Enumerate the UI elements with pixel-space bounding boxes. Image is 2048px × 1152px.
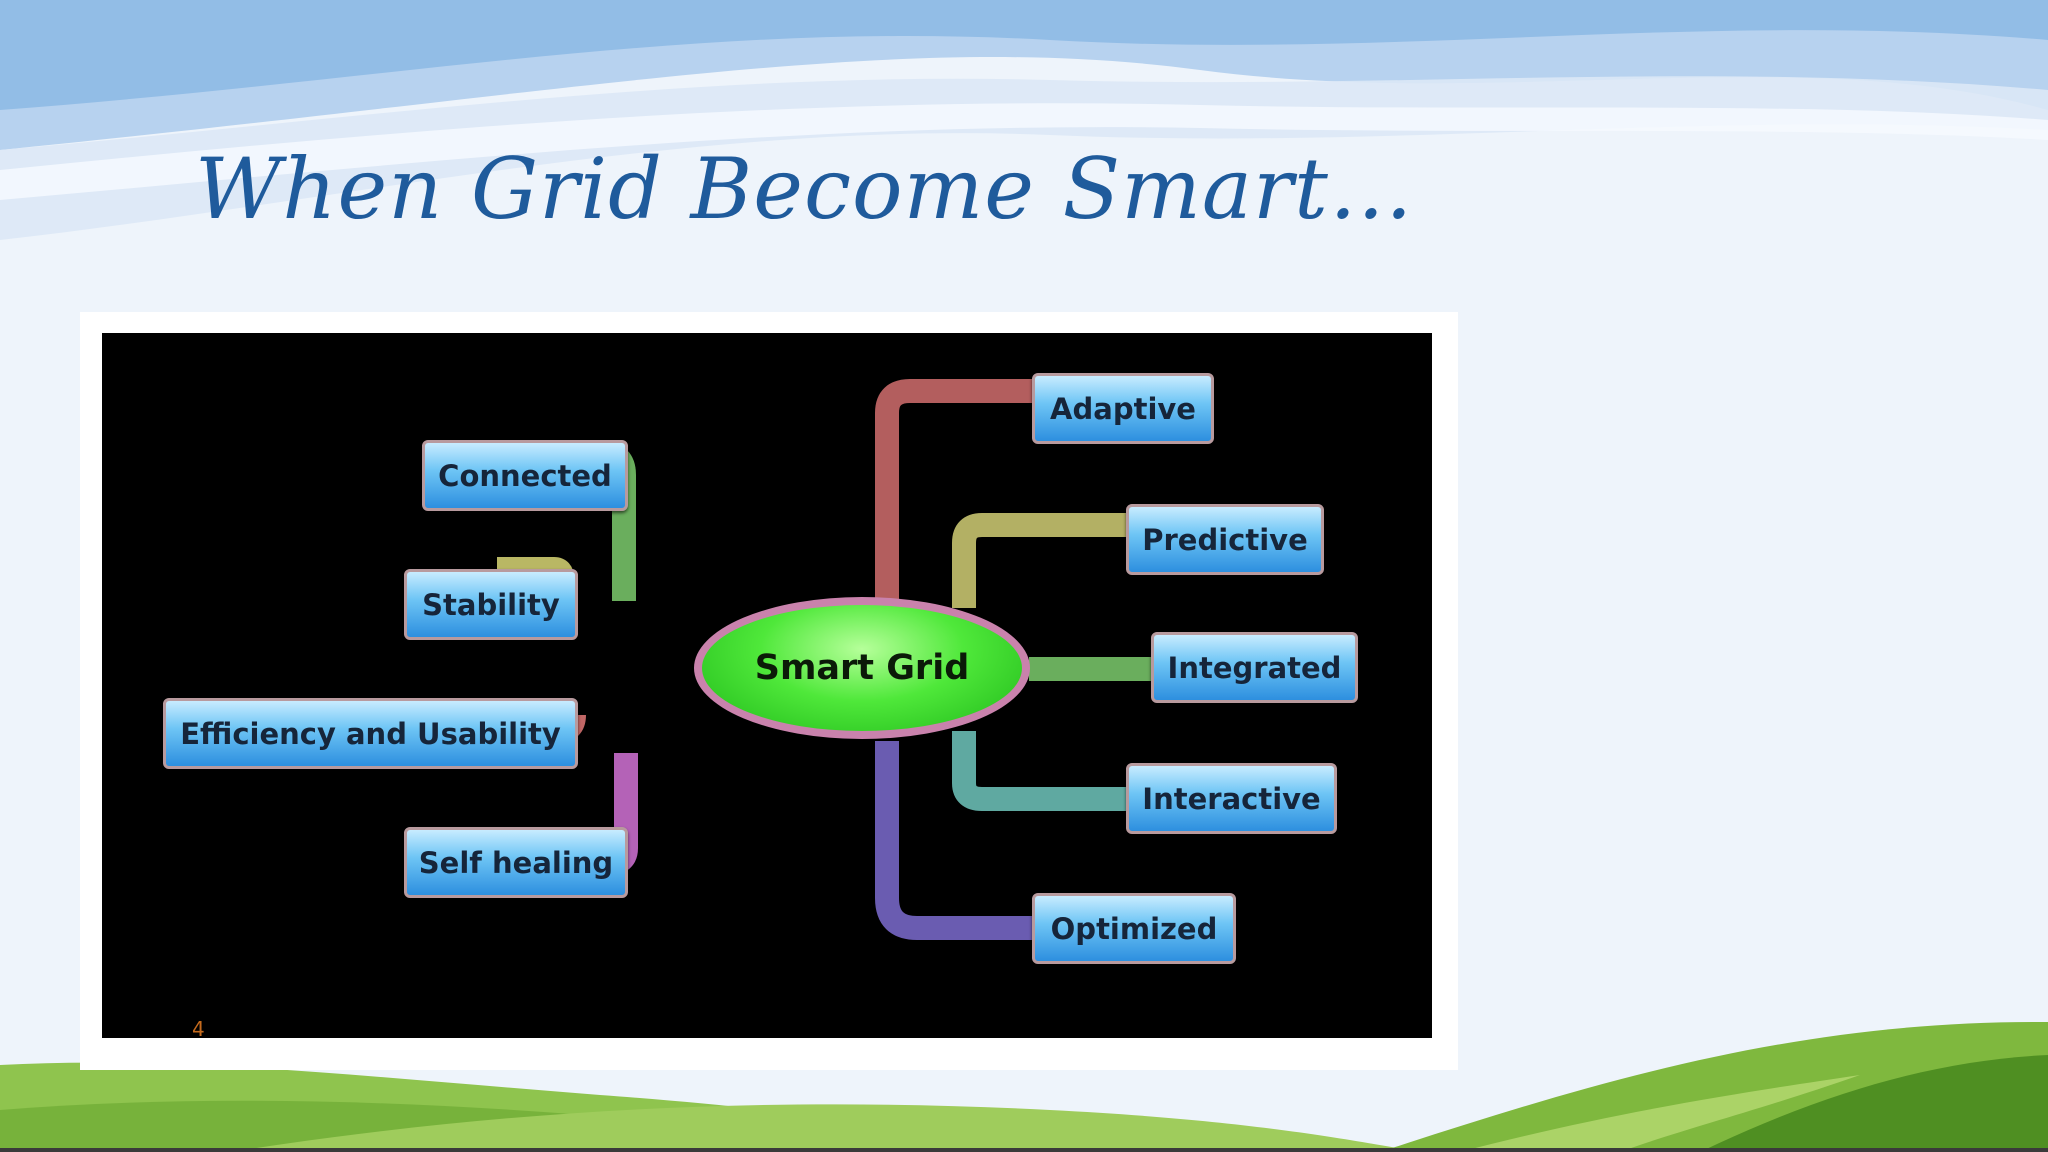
node-efficiency-and-usability: Efficiency and Usability	[163, 698, 578, 769]
grass-hill-mid	[230, 1104, 1420, 1152]
node-self-healing: Self healing	[404, 827, 628, 898]
node-optimized: Optimized	[1032, 893, 1236, 964]
node-adaptive: Adaptive	[1032, 373, 1214, 444]
page-number: 4	[192, 1017, 205, 1041]
sky-wave-highlight	[0, 103, 2048, 200]
node-interactive: Interactive	[1126, 763, 1337, 834]
node-predictive: Predictive	[1126, 504, 1324, 575]
sky-wave-mid	[0, 0, 2048, 110]
node-integrated: Integrated	[1151, 632, 1358, 703]
node-stability: Stability	[404, 569, 578, 640]
grass-hill-right-dark	[1700, 1055, 2048, 1152]
center-node: Smart Grid	[694, 597, 1030, 739]
mindmap-diagram: Smart Grid Connected Stability Efficienc…	[102, 333, 1432, 1038]
branch-optimized	[875, 741, 1062, 940]
node-connected: Connected	[422, 440, 628, 511]
slide-title: When Grid Become Smart…	[195, 140, 1414, 238]
branch-interactive	[952, 731, 1156, 811]
branch-predictive	[952, 513, 1156, 608]
branch-adaptive	[875, 379, 1062, 601]
grass-hill-right-light	[1460, 1075, 1860, 1152]
